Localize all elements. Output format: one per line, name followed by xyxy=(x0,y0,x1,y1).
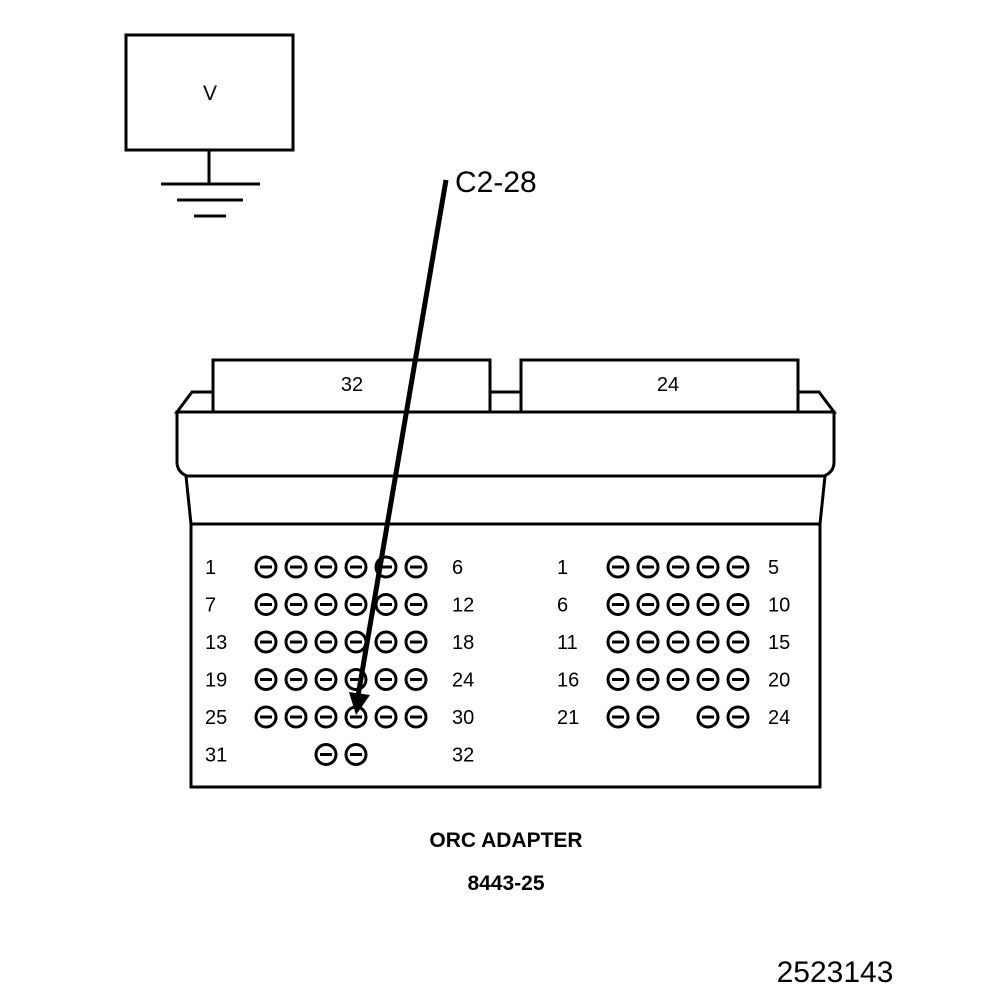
right-pin xyxy=(666,630,690,654)
left-row-end-label: 30 xyxy=(452,707,474,729)
left-row-start-label: 1 xyxy=(205,557,216,579)
right-pin xyxy=(696,668,720,691)
right-pin xyxy=(696,705,720,729)
left-pin xyxy=(314,555,338,579)
left-pin xyxy=(254,668,278,691)
left-pin xyxy=(284,555,308,579)
left-row-start-label: 13 xyxy=(205,632,227,654)
right-row-end-label: 24 xyxy=(768,707,790,729)
left-pin xyxy=(254,705,278,729)
right-row-end-label: 5 xyxy=(768,557,779,579)
right-row-start-label: 21 xyxy=(557,707,579,729)
tab-right-label: 24 xyxy=(657,374,679,396)
left-pin xyxy=(374,630,398,654)
left-pin xyxy=(284,630,308,654)
left-pin xyxy=(314,630,338,654)
right-row-start-label: 6 xyxy=(557,595,568,617)
ground-icon xyxy=(161,182,260,218)
left-pin xyxy=(254,555,278,579)
right-pin xyxy=(726,705,750,729)
left-row-end-label: 24 xyxy=(452,670,474,692)
adapter-shoulder-left xyxy=(174,390,213,414)
voltmeter: V xyxy=(124,33,295,184)
left-pin xyxy=(344,555,368,579)
tab-left xyxy=(211,358,492,414)
left-pin xyxy=(344,743,368,766)
left-pin xyxy=(404,705,428,729)
right-pin xyxy=(726,668,750,691)
left-row-start-label: 31 xyxy=(205,745,227,767)
right-pin xyxy=(636,668,660,691)
right-row-end-label: 15 xyxy=(768,632,790,654)
right-pin xyxy=(696,630,720,654)
right-pin xyxy=(636,630,660,654)
left-pin xyxy=(374,593,398,616)
left-pin xyxy=(254,630,278,654)
right-pin xyxy=(606,705,630,729)
right-pin xyxy=(606,555,630,579)
left-pin xyxy=(344,705,368,729)
right-pin xyxy=(666,668,690,691)
left-pin xyxy=(404,668,428,691)
tab-left-label: 32 xyxy=(341,374,363,396)
left-pin xyxy=(314,593,338,616)
left-pin xyxy=(344,630,368,654)
left-row-start-label: 7 xyxy=(205,595,216,617)
voltmeter-label: V xyxy=(203,82,217,105)
left-row-start-label: 25 xyxy=(205,707,227,729)
adapter-shoulder-right xyxy=(798,390,837,414)
probe-arrow: C2-28 xyxy=(349,166,537,715)
right-pin xyxy=(636,593,660,616)
left-pin xyxy=(284,705,308,729)
right-row-start-label: 16 xyxy=(557,670,579,692)
right-pin xyxy=(666,593,690,616)
adapter-rim xyxy=(175,410,836,478)
left-pin xyxy=(344,593,368,616)
right-pin xyxy=(726,630,750,654)
right-pin xyxy=(636,555,660,579)
right-pin xyxy=(726,593,750,616)
left-pin xyxy=(404,593,428,616)
left-pin xyxy=(314,668,338,691)
right-pin xyxy=(606,593,630,616)
right-row-start-label: 11 xyxy=(557,632,578,654)
left-row-end-label: 18 xyxy=(452,632,474,654)
left-pin xyxy=(374,705,398,729)
left-pin xyxy=(314,743,338,766)
left-pin xyxy=(404,630,428,654)
left-pin xyxy=(374,668,398,691)
caption-title: ORC ADAPTER xyxy=(429,829,582,852)
right-pin xyxy=(726,555,750,579)
left-pin xyxy=(404,555,428,579)
caption-part-number: 8443-25 xyxy=(467,872,544,895)
right-pin xyxy=(606,630,630,654)
right-pin xyxy=(666,555,690,579)
right-pin xyxy=(696,555,720,579)
probe-label: C2-28 xyxy=(455,166,537,199)
right-row-end-label: 10 xyxy=(768,595,790,617)
right-pin xyxy=(696,593,720,616)
left-pin xyxy=(314,705,338,729)
left-connector-32: 1 6 7 12 13 18 19 24 25 30 31 32 xyxy=(205,555,474,767)
right-row-end-label: 20 xyxy=(768,670,790,692)
left-pin xyxy=(284,668,308,691)
left-pin xyxy=(284,593,308,616)
left-row-end-label: 6 xyxy=(452,557,463,579)
right-pin xyxy=(636,705,660,729)
figure-id: 2523143 xyxy=(777,956,894,989)
left-row-end-label: 12 xyxy=(452,595,474,617)
right-row-start-label: 1 xyxy=(557,557,568,579)
arrow-head-icon xyxy=(349,692,370,715)
left-row-end-label: 32 xyxy=(452,745,474,767)
left-row-start-label: 19 xyxy=(205,670,227,692)
right-pin xyxy=(606,668,630,691)
left-pin xyxy=(254,593,278,616)
